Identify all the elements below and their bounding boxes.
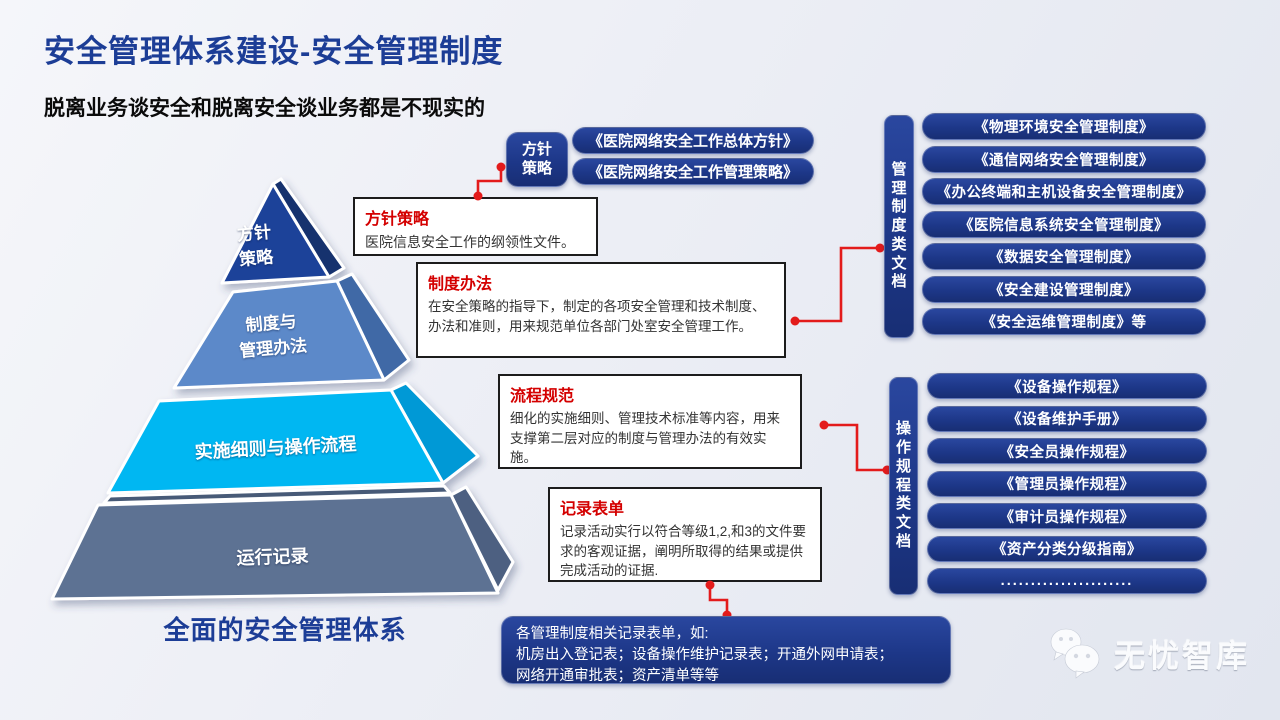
doc-item: 《安全运维管理制度》等: [922, 308, 1206, 335]
doc-item: 《设备维护手册》: [927, 405, 1207, 432]
page-subtitle: 脱离业务谈安全和脱离安全谈业务都是不现实的: [44, 97, 485, 120]
policy-pill: 《医院网络安全工作管理策略》: [572, 158, 814, 185]
pyramid-layer4-label: 运行记录: [236, 545, 309, 569]
doc-item: 《医院信息系统安全管理制度》: [922, 210, 1206, 238]
callout-records-title: 记录表单: [560, 501, 625, 518]
callout-rules-body: 在安全策略的指导下，制定的各项安全管理和技术制度、办法和准则，用来规范单位各部门…: [428, 299, 766, 334]
connector-process: [824, 423, 887, 472]
pyramid-layer2-label: 制度与 管理办法: [238, 311, 308, 361]
pyramid-layer3-label: 实施细则与操作流程: [194, 433, 357, 463]
policy-tag: 方针 策略: [506, 132, 568, 187]
doc-group2-list: 《设备操作规程》 《设备维护手册》 《安全员操作规程》 《管理员操作规程》 《审…: [927, 373, 1207, 594]
callout-process-body: 细化的实施细则、管理技术标准等内容，用来支撑第二层对应的制度与管理办法的有效实施…: [510, 411, 780, 466]
doc-item: 《通信网络安全管理制度》: [922, 145, 1206, 173]
callout-records: 记录表单 记录活动实行以符合等级1,2,和3的文件要求的客观证据，阐明所取得的结…: [548, 487, 822, 582]
record-note: 各管理制度相关记录表单，如: 机房出入登记表；设备操作维护记录表；开通外网申请表…: [501, 616, 951, 684]
doc-item-ellipsis: ......................: [927, 568, 1207, 594]
pyramid-caption: 全面的安全管理体系: [163, 615, 407, 645]
connector-policy: [476, 167, 503, 196]
watermark-text: 无忧智库: [1114, 638, 1250, 674]
doc-item: 《安全建设管理制度》: [922, 275, 1206, 303]
doc-item: 《安全员操作规程》: [927, 438, 1207, 464]
policy-pill: 《医院网络安全工作总体方针》: [572, 127, 814, 154]
doc-group2-label: 操 作 规 程 类 文 档: [889, 377, 918, 595]
doc-item: 《办公终端和主机设备安全管理制度》: [922, 178, 1206, 205]
callout-rules: 制度办法 在安全策略的指导下，制定的各项安全管理和技术制度、办法和准则，用来规范…: [416, 262, 786, 358]
callout-records-body: 记录活动实行以符合等级1,2,和3的文件要求的客观证据，阐明所取得的结果或提供完…: [560, 524, 807, 579]
doc-item: 《设备操作规程》: [927, 373, 1207, 399]
pyramid-layer3-side: [389, 381, 480, 485]
callout-rules-title: 制度办法: [428, 276, 493, 293]
callout-policy-title: 方针策略: [365, 211, 430, 228]
doc-item: 《管理员操作规程》: [927, 470, 1207, 497]
connector-records: [708, 585, 729, 615]
watermark: 无忧智库: [1046, 626, 1250, 680]
callout-process: 流程规范 细化的实施细则、管理技术标准等内容，用来支撑第二层对应的制度与管理办法…: [498, 374, 802, 469]
doc-item: 《审计员操作规程》: [927, 503, 1207, 529]
pyramid-layer4-side: [449, 485, 515, 592]
doc-item: 《数据安全管理制度》: [922, 243, 1206, 270]
callout-policy-body: 医院信息安全工作的纲领性文件。: [365, 234, 575, 250]
doc-item: 《资产分类分级指南》: [927, 535, 1207, 562]
callout-policy: 方针策略 医院信息安全工作的纲领性文件。: [353, 197, 598, 256]
pyramid-layer1-label: 方针 策略: [236, 222, 275, 270]
pyramid-layer4-topface: [102, 484, 452, 505]
wechat-icon: [1050, 628, 1100, 679]
doc-item: 《物理环境安全管理制度》: [922, 113, 1206, 140]
page-title: 安全管理体系建设-安全管理制度: [44, 34, 504, 69]
doc-group1-label: 管 理 制 度 类 文 档: [884, 115, 914, 338]
callout-process-title: 流程规范: [510, 388, 575, 405]
doc-group1-list: 《物理环境安全管理制度》 《通信网络安全管理制度》 《办公终端和主机设备安全管理…: [922, 113, 1206, 335]
connector-rules: [795, 246, 880, 323]
